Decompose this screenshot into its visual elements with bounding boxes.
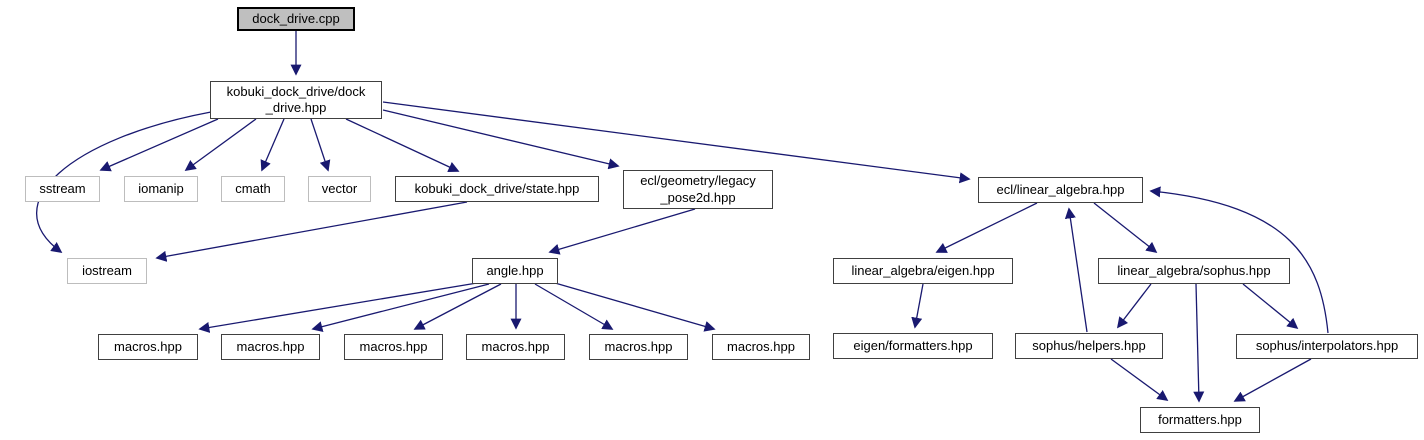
node-macros-hpp-5[interactable]: macros.hpp	[589, 334, 688, 360]
edge-sophus_interp-formatters	[1233, 358, 1312, 402]
edge-dock_drive_hpp-iostream	[36, 111, 212, 253]
node-ecl-linear-algebra-hpp[interactable]: ecl/linear_algebra.hpp	[978, 177, 1143, 203]
edge-dock_drive_hpp-sstream	[99, 118, 219, 172]
node-label-line-2: _drive.hpp	[265, 100, 327, 115]
node-label: iomanip	[138, 180, 184, 196]
edge-angle_hpp-macros_6	[554, 282, 716, 332]
edge-angle_hpp-macros_1	[198, 282, 478, 333]
edge-sophus_interp-linear_algebra	[1149, 186, 1329, 334]
node-label: macros.hpp	[604, 338, 673, 354]
node-formatters-hpp[interactable]: formatters.hpp	[1140, 407, 1260, 433]
node-macros-hpp-1[interactable]: macros.hpp	[98, 334, 198, 360]
node-label: sophus/interpolators.hpp	[1255, 338, 1399, 354]
edge-dock_drive_hpp-vector	[310, 118, 331, 172]
node-kobuki-dock-drive-dock-drive-hpp[interactable]: kobuki_dock_drive/dock _drive.hpp	[210, 81, 382, 119]
edge-linear_algebra-la_sophus	[1093, 202, 1158, 254]
edge-legacy_pose2d-angle_hpp	[548, 208, 696, 255]
node-label: macros.hpp	[727, 338, 795, 354]
node-label: angle.hpp	[486, 262, 544, 278]
node-label: dock_drive.cpp	[252, 10, 340, 26]
node-label: macros.hpp	[359, 338, 428, 354]
edge-angle_hpp-macros_2	[311, 283, 490, 333]
node-linear-algebra-eigen-hpp[interactable]: linear_algebra/eigen.hpp	[833, 258, 1013, 284]
node-sstream: sstream	[25, 176, 100, 202]
node-ecl-geometry-legacy-pose2d-hpp[interactable]: ecl/geometry/legacy _pose2d.hpp	[623, 170, 773, 209]
node-macros-hpp-3[interactable]: macros.hpp	[344, 334, 443, 360]
node-iomanip: iomanip	[124, 176, 198, 202]
node-label: macros.hpp	[481, 338, 550, 354]
edge-dock_drive_hpp-state_hpp	[345, 118, 460, 173]
node-label: macros.hpp	[236, 338, 305, 354]
node-dock-drive-cpp: dock_drive.cpp	[237, 7, 355, 31]
edge-dock_drive_hpp-iomanip	[184, 118, 257, 171]
node-label: kobuki_dock_drive/state.hpp	[414, 180, 580, 196]
edge-angle_hpp-macros_5	[534, 283, 614, 330]
node-label: eigen/formatters.hpp	[853, 337, 973, 353]
edge-angle_hpp-macros_3	[413, 283, 502, 330]
edge-sophus_helpers-linear_algebra	[1064, 207, 1088, 333]
node-label: ecl/linear_algebra.hpp	[996, 181, 1125, 197]
edge-dock_drive_hpp-legacy_pose2d	[382, 109, 620, 170]
node-vector: vector	[308, 176, 371, 202]
node-label: cmath	[235, 180, 271, 196]
node-sophus-helpers-hpp[interactable]: sophus/helpers.hpp	[1015, 333, 1163, 359]
edge-linear_algebra-la_eigen	[935, 202, 1038, 253]
node-iostream: iostream	[67, 258, 147, 284]
edge-dock_drive_hpp-linear_algebra	[382, 101, 971, 184]
node-eigen-formatters-hpp[interactable]: eigen/formatters.hpp	[833, 333, 993, 359]
node-label: vector	[321, 180, 358, 196]
node-macros-hpp-6[interactable]: macros.hpp	[712, 334, 810, 360]
edge-dock_drive_hpp-cmath	[260, 118, 285, 172]
node-cmath: cmath	[221, 176, 285, 202]
node-macros-hpp-2[interactable]: macros.hpp	[221, 334, 320, 360]
node-label: formatters.hpp	[1158, 411, 1242, 427]
node-label: linear_algebra/eigen.hpp	[851, 262, 995, 278]
edge-state_hpp-iostream	[155, 201, 468, 262]
node-kobuki-dock-drive-state-hpp[interactable]: kobuki_dock_drive/state.hpp	[395, 176, 599, 202]
node-sophus-interpolators-hpp[interactable]: sophus/interpolators.hpp	[1236, 334, 1418, 359]
node-label-line-2: _pose2d.hpp	[660, 189, 736, 205]
edge-sophus_helpers-formatters	[1110, 358, 1169, 401]
node-linear-algebra-sophus-hpp[interactable]: linear_algebra/sophus.hpp	[1098, 258, 1290, 284]
node-label-line-1: ecl/geometry/legacy	[640, 173, 756, 189]
node-label: linear_algebra/sophus.hpp	[1117, 262, 1271, 278]
node-label: macros.hpp	[114, 338, 182, 354]
edge-la_sophus-sophus_helpers	[1116, 283, 1152, 329]
node-angle-hpp[interactable]: angle.hpp	[472, 258, 558, 284]
node-label: sstream	[39, 180, 86, 196]
node-macros-hpp-4[interactable]: macros.hpp	[466, 334, 565, 360]
node-label-line-1: kobuki_dock_drive/dock	[226, 83, 366, 99]
edge-la_sophus-sophus_interp	[1242, 283, 1299, 330]
edge-la_sophus-formatters	[1193, 283, 1205, 403]
edge-la_eigen-eigen_formatters	[911, 283, 924, 329]
node-label: sophus/helpers.hpp	[1032, 337, 1146, 353]
node-label: iostream	[82, 262, 132, 278]
